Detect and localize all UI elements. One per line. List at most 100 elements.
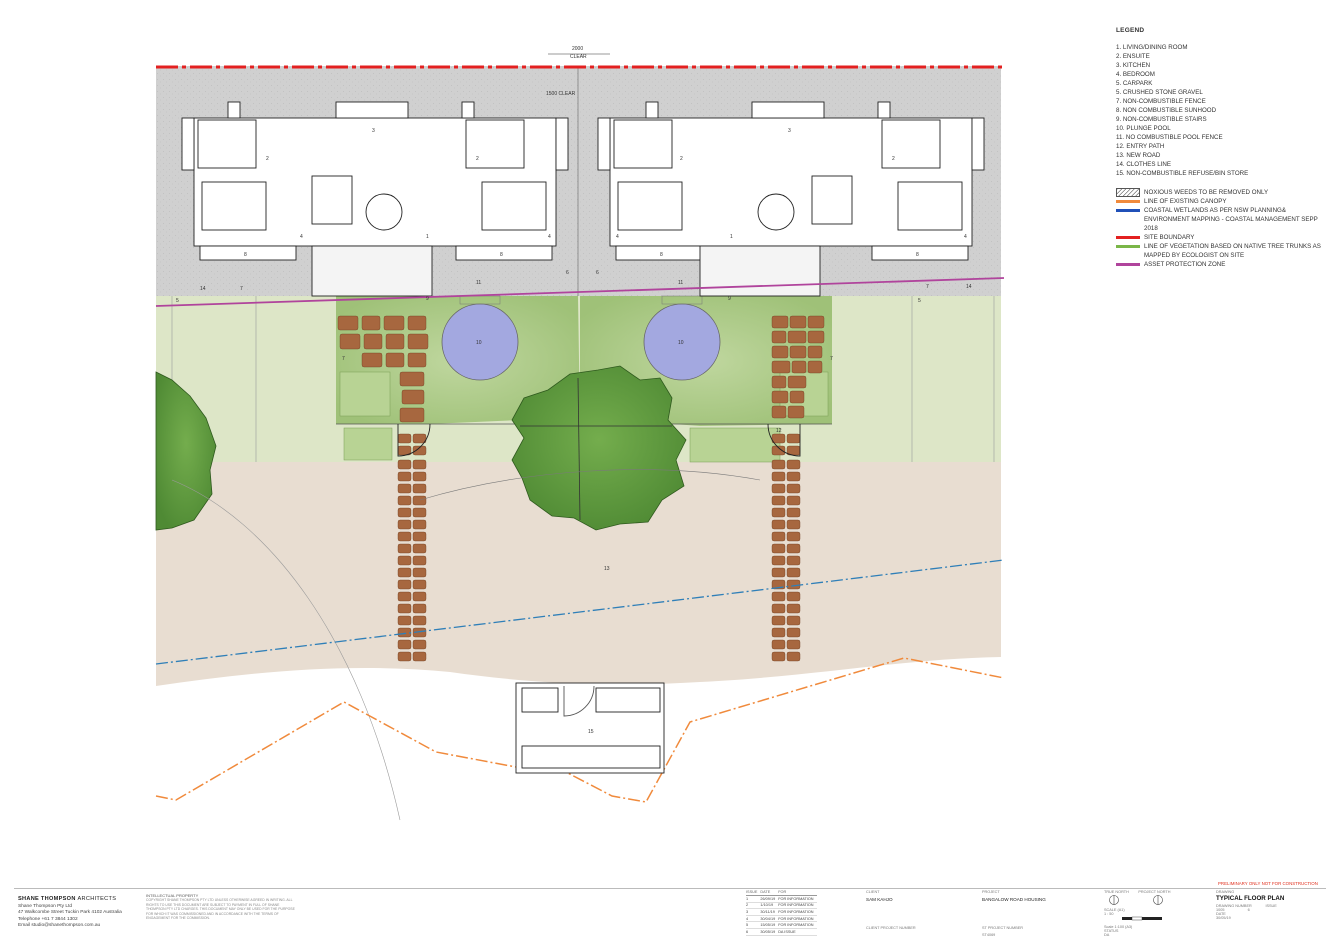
project-value: BANGALOW ROAD HOUSING bbox=[982, 897, 1046, 902]
legend-item: 14. CLOTHES LINE bbox=[1116, 161, 1172, 168]
scale-a3: Scale 1:100 (A3) bbox=[1104, 925, 1133, 929]
intellectual-property: INTELLECTUAL PROPERTY COPYRIGHT SHANE TH… bbox=[146, 893, 296, 920]
issue-cell: FOR INFORMATION bbox=[778, 895, 817, 903]
legend-symbol-text: ASSET PROTECTION ZONE bbox=[1144, 261, 1226, 268]
label-fence: 7 bbox=[830, 356, 833, 362]
issue-cell: FOR INFORMATION bbox=[778, 921, 817, 929]
label-pool: 10 bbox=[476, 340, 482, 346]
legend-item: 12. ENTRY PATH bbox=[1116, 143, 1165, 150]
label-stairs: 9 bbox=[728, 296, 731, 302]
garden-bed bbox=[343, 427, 393, 461]
label-gravel: 6 bbox=[566, 270, 569, 276]
legend-item: 5. CRUSHED STONE GRAVEL bbox=[1116, 89, 1203, 96]
issue-cell: 3 bbox=[746, 908, 761, 916]
label-entry-path: 12 bbox=[776, 428, 782, 434]
drawing-number-values: 1005 6 bbox=[1216, 908, 1250, 912]
north-labels: TRUE NORTH PROJECT NORTH bbox=[1104, 890, 1171, 894]
scale-bar-icon bbox=[1122, 916, 1162, 921]
label-road: 13 bbox=[604, 566, 610, 572]
gate-swing bbox=[767, 423, 801, 457]
drawing-number-row: DRAWING NUMBER ISSUE bbox=[1216, 904, 1277, 908]
label-pool-fence: 11 bbox=[678, 280, 683, 286]
firm-info: SHANE THOMPSON ARCHITECTS Shane Thompson… bbox=[18, 896, 128, 928]
label-pool-fence: 11 bbox=[476, 280, 481, 286]
label-fence: 7 bbox=[342, 356, 345, 362]
preliminary-note: PRELIMINARY ONLY NOT FOR CONSTRUCTION bbox=[1218, 881, 1318, 886]
pool-fence bbox=[661, 295, 703, 305]
label-gravel: 6 bbox=[596, 270, 599, 276]
legend-item: 4. BEDROOM bbox=[1116, 71, 1155, 78]
legend-item: 10. PLUNGE POOL bbox=[1116, 125, 1171, 132]
label-bedroom: 4 bbox=[616, 234, 619, 240]
line-swatch-icon bbox=[1116, 206, 1140, 215]
issue-header: FOR bbox=[778, 890, 817, 896]
label-kitchen: 3 bbox=[788, 128, 791, 134]
status-label: STATUS bbox=[1104, 929, 1119, 933]
date-value: 30/05/19 bbox=[1216, 916, 1231, 920]
legend-title: LEGEND bbox=[1116, 27, 1145, 34]
north-arrow-icon bbox=[1109, 895, 1163, 905]
label-clothes-line: 14 bbox=[966, 284, 972, 290]
label-living: 1 bbox=[426, 234, 429, 240]
wetlands-line bbox=[155, 559, 1005, 665]
title-block-rule bbox=[14, 888, 1326, 889]
legend-symbol-item: ASSET PROTECTION ZONE bbox=[1116, 260, 1326, 269]
legend-symbol-text: SITE BOUNDARY bbox=[1144, 234, 1195, 241]
label-bedroom: 4 bbox=[964, 234, 967, 240]
scale-label: SCALE (A1) bbox=[1104, 908, 1125, 912]
legend-item: 13. NEW ROAD bbox=[1116, 152, 1161, 159]
tree-trunk-line bbox=[577, 377, 581, 521]
issue-cell: 15/05/19 bbox=[760, 921, 779, 929]
client-label: CLIENT bbox=[866, 890, 880, 894]
label-stairs: 9 bbox=[426, 296, 429, 302]
title-block: PRELIMINARY ONLY NOT FOR CONSTRUCTION SH… bbox=[0, 881, 1340, 947]
issue-header: ISSUE bbox=[746, 890, 761, 896]
label-sunhood: 8 bbox=[660, 252, 663, 258]
issue-cell: FOR INFORMATION bbox=[778, 908, 817, 916]
firm-line: Telephone +61 7 3844 1302 bbox=[18, 916, 78, 922]
label-kitchen: 3 bbox=[372, 128, 375, 134]
canopy-arc bbox=[419, 469, 761, 501]
client-block: CLIENT SAM KAHJO CLIENT PROJECT NUMBER bbox=[866, 890, 976, 930]
legend-symbol-item: SITE BOUNDARY bbox=[1116, 233, 1326, 242]
gate-swing bbox=[397, 423, 431, 457]
firm-email: Email studio@shanethompson.com.au bbox=[18, 923, 101, 928]
legend-symbol-text: LINE OF EXISTING CANOPY bbox=[1144, 198, 1227, 205]
label-ensuite: 2 bbox=[892, 156, 895, 162]
label-ensuite: 2 bbox=[266, 156, 269, 162]
client-value: SAM KAHJO bbox=[866, 897, 893, 902]
bin-store bbox=[515, 682, 665, 774]
date-label: DATE bbox=[1216, 912, 1226, 916]
legend-symbol-item: LINE OF EXISTING CANOPY bbox=[1116, 197, 1326, 206]
legend-item: 1. LIVING/DINING ROOM bbox=[1116, 44, 1188, 51]
issue-cell: 26/09/19 bbox=[760, 895, 779, 903]
cabin-right bbox=[597, 101, 985, 297]
legend-symbol-text: COASTAL WETLANDS AS PER NSW PLANNING& EN… bbox=[1144, 207, 1318, 232]
label-sunhood: 8 bbox=[244, 252, 247, 258]
issue-cell: 30/05/19 bbox=[760, 928, 779, 936]
legend-symbol-item: LINE OF VEGETATION BASED ON NATIVE TREE … bbox=[1116, 242, 1326, 260]
issue-cell: 5 bbox=[746, 921, 761, 929]
entry-path-left bbox=[337, 315, 429, 662]
drawing-title: TYPICAL FLOOR PLAN bbox=[1216, 895, 1285, 902]
firm-name: SHANE THOMPSON ARCHITECTS bbox=[18, 896, 117, 902]
label-bedroom: 4 bbox=[300, 234, 303, 240]
drawing-block: DRAWING TYPICAL FLOOR PLAN DRAWING NUMBE… bbox=[1216, 890, 1326, 920]
label-pool: 10 bbox=[678, 340, 684, 346]
label-fence: 7 bbox=[240, 286, 243, 292]
issue-cell: 1 bbox=[746, 895, 761, 903]
label-sunhood: 8 bbox=[916, 252, 919, 258]
legend-symbol-text: LINE OF VEGETATION BASED ON NATIVE TREE … bbox=[1144, 243, 1321, 259]
tree-canopy-center bbox=[511, 365, 687, 531]
firm-line: Shane Thompson Pty Ltd bbox=[18, 903, 73, 909]
issue-cell: FOR INFORMATION bbox=[778, 915, 817, 923]
